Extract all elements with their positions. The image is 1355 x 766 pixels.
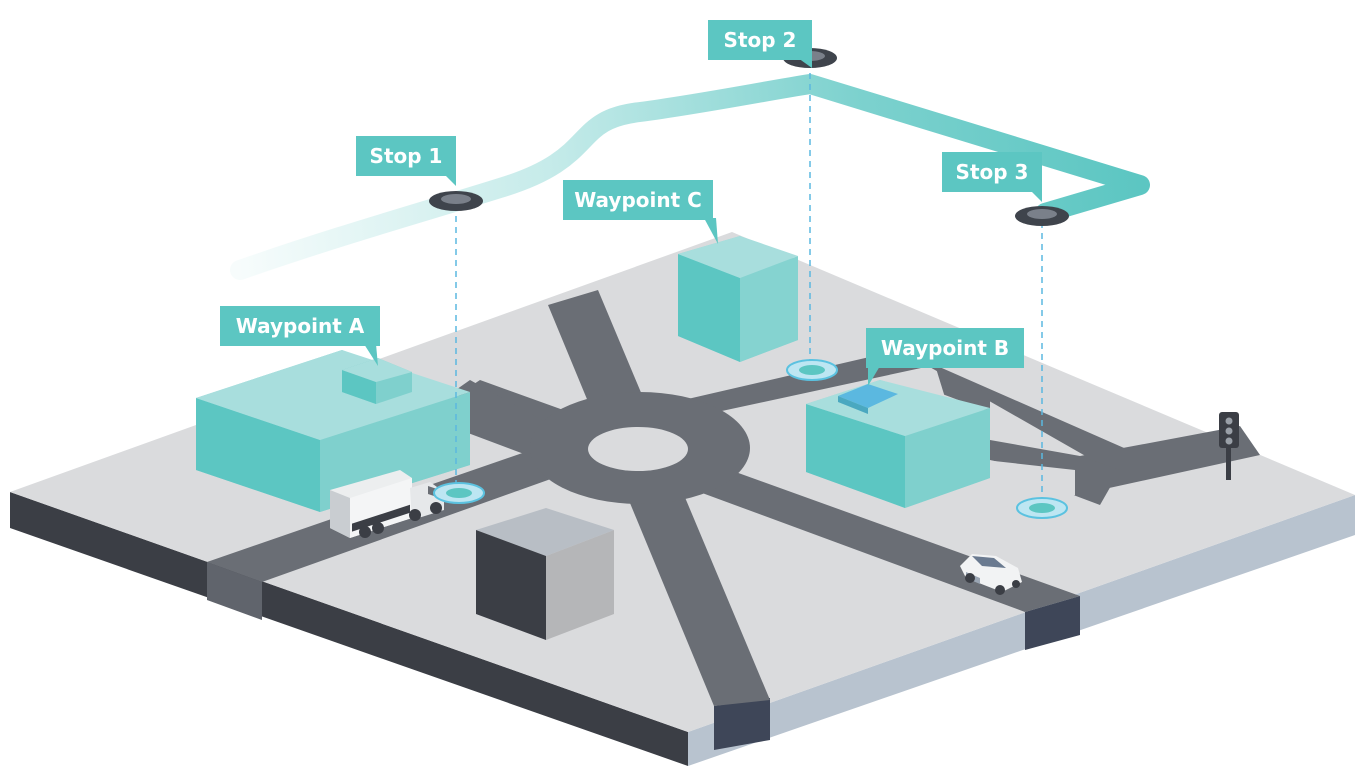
route-line [230,74,1150,280]
ground-marker-1 [433,482,485,504]
roundabout-island [588,427,688,471]
label-stop-2-text: Stop 2 [724,28,797,52]
dashed-connectors [455,62,1043,508]
stop3-marker [1015,206,1069,226]
dark-building [476,508,614,640]
label-stop-1: Stop 1 [356,136,456,186]
label-waypoint-c-text: Waypoint C [574,188,702,212]
label-waypoint-a-text: Waypoint A [236,314,365,338]
building-a [196,350,470,512]
label-stop-3: Stop 3 [942,152,1042,202]
building-c [678,236,798,362]
traffic-light-icon [1219,412,1239,480]
label-stop-3-text: Stop 3 [956,160,1029,184]
stop1-marker [429,191,483,211]
car-icon [960,554,1022,595]
label-waypoint-b: Waypoint B [866,328,1024,386]
ground-marker-2 [786,359,838,381]
label-waypoint-a: Waypoint A [220,306,380,366]
label-stop-2: Stop 2 [708,20,812,68]
ground-marker-3 [1016,497,1068,519]
label-waypoint-c: Waypoint C [563,180,718,244]
label-waypoint-b-text: Waypoint B [881,336,1009,360]
building-b [806,380,990,508]
label-stop-1-text: Stop 1 [370,144,443,168]
